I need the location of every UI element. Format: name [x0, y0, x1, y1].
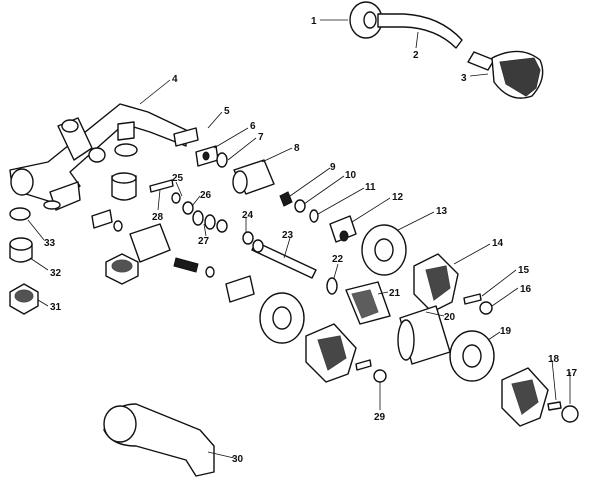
callout-28: 28	[152, 212, 164, 223]
callout-33: 33	[44, 238, 56, 249]
washer-part-7	[216, 152, 228, 168]
escutcheon-part-13	[361, 224, 407, 276]
gasket-part-22	[326, 277, 338, 295]
sleeve-part-20	[397, 305, 451, 365]
callout-31: 31	[50, 302, 62, 313]
cap-nut-part-31	[9, 283, 39, 315]
handle-part-18	[501, 367, 562, 427]
callout-20: 20	[444, 312, 456, 323]
lower-nut	[105, 253, 139, 285]
lower-handle	[305, 323, 372, 383]
shower-head-part-3	[467, 50, 544, 99]
seat-part-10	[294, 199, 306, 213]
lower-escutcheon	[259, 292, 305, 344]
shower-arm-part-2	[377, 13, 463, 49]
callout-26: 26	[200, 190, 212, 201]
callout-3: 3	[461, 73, 467, 84]
callout-5: 5	[224, 106, 230, 117]
lower-spring	[173, 257, 215, 278]
callout-18: 18	[548, 354, 560, 365]
washer-part-26	[182, 201, 194, 215]
callout-10: 10	[345, 170, 357, 181]
retainer-part-25	[171, 192, 181, 204]
callout-23: 23	[282, 230, 294, 241]
stem-part-12	[329, 215, 357, 243]
callout-16: 16	[520, 284, 532, 295]
bushing-part-32	[9, 237, 33, 263]
escutcheon-part-19	[449, 330, 495, 382]
callout-13: 13	[436, 206, 448, 217]
callout-22: 22	[332, 254, 344, 265]
cap-part-16	[479, 301, 493, 315]
callout-1: 1	[311, 16, 317, 27]
callout-12: 12	[392, 192, 404, 203]
stem-part-6	[195, 145, 219, 167]
callout-24: 24	[242, 210, 254, 221]
cap-part-17	[561, 405, 579, 423]
cap-part-29	[373, 369, 387, 383]
shower-flange-part-1	[349, 1, 383, 39]
bonnet-part-5	[173, 127, 199, 147]
leader-lines	[27, 19, 571, 459]
callout-30: 30	[232, 454, 244, 465]
screw-part-15	[463, 293, 482, 305]
handle-part-14	[413, 253, 459, 313]
spindle-part-23	[251, 239, 317, 279]
valve-body-part-4	[9, 103, 187, 211]
callout-9: 9	[330, 162, 336, 173]
washer-part-33	[9, 207, 31, 221]
lower-stem-small	[91, 209, 123, 232]
diverter-stem-part-21	[345, 281, 391, 325]
callout-14: 14	[492, 238, 504, 249]
callout-21: 21	[389, 288, 401, 299]
lower-sleeve	[129, 223, 171, 263]
callout-17: 17	[566, 368, 578, 379]
callout-25: 25	[172, 173, 184, 184]
tub-spout-part-30	[103, 403, 215, 477]
sleeve-part-8	[232, 159, 275, 195]
callout-4: 4	[172, 74, 178, 85]
callout-2: 2	[413, 50, 419, 61]
callout-15: 15	[518, 265, 530, 276]
callout-6: 6	[250, 121, 256, 132]
spring-part-9	[279, 191, 293, 207]
washer-part-11	[309, 209, 319, 223]
callout-8: 8	[294, 143, 300, 154]
callout-11: 11	[365, 182, 376, 193]
washer-part-24	[242, 231, 254, 245]
callout-32: 32	[50, 268, 62, 279]
screw-part-28	[149, 179, 174, 193]
callout-19: 19	[500, 326, 512, 337]
washer-set-part-27	[192, 210, 228, 233]
callout-27: 27	[198, 236, 210, 247]
lower-stem	[225, 275, 255, 303]
callout-29: 29	[374, 412, 386, 423]
callout-7: 7	[258, 132, 264, 143]
callout-labels: 1 2 3 4 5 6 7 8 9 10 11 12 13 14 15 16 1…	[44, 16, 578, 465]
